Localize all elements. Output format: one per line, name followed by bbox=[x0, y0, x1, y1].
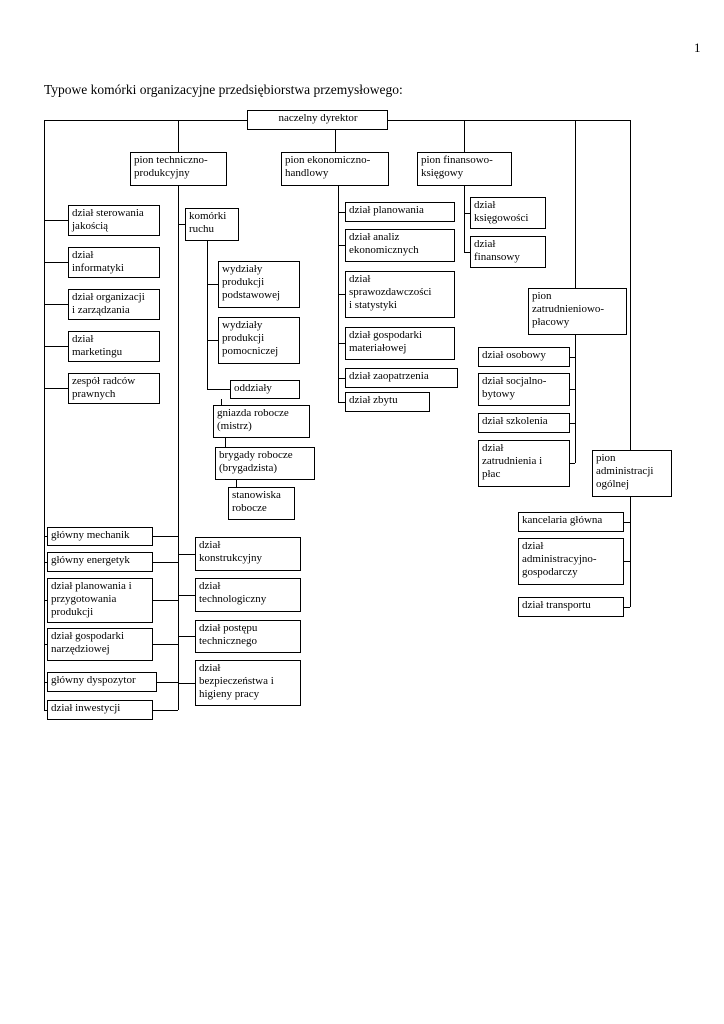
node-dzial-organizacji-i-zarzadzania: dział organizacji i zarządzania bbox=[68, 289, 160, 320]
node-dzial-bezpieczenstwa-i-higieny-pracy: dział bezpieczeństwa i higieny pracy bbox=[195, 660, 301, 706]
connector-line bbox=[153, 600, 178, 601]
connector-production-spine bbox=[207, 241, 208, 389]
node-dzial-ksiegowosci: dział księgowości bbox=[470, 197, 546, 229]
connector-line bbox=[338, 245, 345, 246]
connector-line bbox=[178, 636, 195, 637]
connector-line bbox=[44, 388, 68, 389]
node-dzial-inwestycji: dział inwestycji bbox=[47, 700, 153, 720]
node-dzial-finansowy: dział finansowy bbox=[470, 236, 546, 268]
connector-line bbox=[207, 284, 218, 285]
node-dzial-zaopatrzenia: dział zaopatrzenia bbox=[345, 368, 458, 388]
node-pion-techniczno-produkcyjny: pion techniczno- produkcyjny bbox=[130, 152, 227, 186]
node-dzial-technologiczny: dział technologiczny bbox=[195, 578, 301, 612]
connector-drop-technical bbox=[178, 120, 179, 152]
node-dzial-zatrudnienia-i-plac: dział zatrudnienia i płac bbox=[478, 440, 570, 487]
node-dzial-planowania-i-przygotowania-produkcji: dział planowania i przygotowania produkc… bbox=[47, 578, 153, 623]
node-dzial-socjalno-bytowy: dział socjalno- bytowy bbox=[478, 373, 570, 406]
connector-line bbox=[464, 252, 470, 253]
node-dzial-transportu: dział transportu bbox=[518, 597, 624, 617]
connector-drop-financial bbox=[464, 120, 465, 152]
connector-line bbox=[44, 562, 48, 563]
node-pion-finansowo-ksiegowy: pion finansowo- księgowy bbox=[417, 152, 512, 186]
connector-line bbox=[624, 522, 630, 523]
node-wydzialy-produkcji-pomocniczej: wydziały produkcji pomocniczej bbox=[218, 317, 300, 364]
connector-line bbox=[338, 294, 345, 295]
connector-line bbox=[44, 600, 48, 601]
connector-line bbox=[338, 402, 345, 403]
connector-line bbox=[157, 682, 178, 683]
node-dzial-konstrukcyjny: dział konstrukcyjny bbox=[195, 537, 301, 571]
page-title: Typowe komórki organizacyjne przedsiębio… bbox=[44, 82, 403, 97]
connector-technical-spine bbox=[178, 186, 179, 710]
connector-drop-economic bbox=[335, 130, 336, 152]
node-dzial-sprawozdawczosci-i-statystyki: dział sprawozdawczości i statystyki bbox=[345, 271, 455, 318]
node-dzial-osobowy: dział osobowy bbox=[478, 347, 570, 367]
node-pion-administracji-ogolnej: pion administracji ogólnej bbox=[592, 450, 672, 497]
node-dzial-administracyjno-gospodarczy: dział administracyjno- gospodarczy bbox=[518, 538, 624, 585]
connector-line bbox=[44, 304, 68, 305]
connector-line bbox=[624, 561, 630, 562]
connector-line bbox=[338, 378, 345, 379]
node-pion-zatrudnieniowo-placowy: pion zatrudnieniowo- płacowy bbox=[528, 288, 627, 335]
connector-drop-employment bbox=[575, 120, 576, 288]
node-dzial-marketingu: dział marketingu bbox=[68, 331, 160, 362]
connector-administration-spine bbox=[630, 497, 631, 607]
connector-line bbox=[178, 224, 185, 225]
page-number: 1 bbox=[694, 40, 701, 55]
node-dzial-gospodarki-narzedziowej: dział gospodarki narzędziowej bbox=[47, 628, 153, 661]
node-stanowiska-robocze: stanowiska robocze bbox=[228, 487, 295, 520]
connector-line bbox=[44, 710, 48, 711]
connector-line bbox=[207, 389, 230, 390]
node-dzial-analiz-ekonomicznych: dział analiz ekonomicznych bbox=[345, 229, 455, 262]
connector-line bbox=[178, 595, 195, 596]
connector-line bbox=[207, 340, 218, 341]
node-dzial-informatyki: dział informatyki bbox=[68, 247, 160, 278]
node-glowny-mechanik: główny mechanik bbox=[47, 527, 153, 546]
connector-left-spine bbox=[44, 120, 45, 710]
connector-line bbox=[464, 213, 470, 214]
node-kancelaria-glowna: kancelaria główna bbox=[518, 512, 624, 532]
connector-line bbox=[44, 644, 48, 645]
connector-line bbox=[44, 346, 68, 347]
node-dzial-sterowania-jakoscia: dział sterowania jakością bbox=[68, 205, 160, 236]
node-glowny-energetyk: główny energetyk bbox=[47, 552, 153, 572]
connector-line bbox=[153, 536, 178, 537]
node-dzial-gospodarki-materialowej: dział gospodarki materiałowej bbox=[345, 327, 455, 360]
connector-line bbox=[338, 343, 345, 344]
node-pion-ekonomiczno-handlowy: pion ekonomiczno- handlowy bbox=[281, 152, 389, 186]
connector-line bbox=[153, 562, 178, 563]
connector-line bbox=[570, 463, 575, 464]
connector-line bbox=[624, 607, 630, 608]
node-brygady-robocze: brygady robocze (brygadzista) bbox=[215, 447, 315, 480]
connector-employment-spine bbox=[575, 335, 576, 463]
connector-line bbox=[44, 262, 68, 263]
connector-financial-spine bbox=[464, 186, 465, 252]
node-dzial-szkolenia: dział szkolenia bbox=[478, 413, 570, 433]
connector-drop-administration bbox=[630, 120, 631, 450]
connector-line bbox=[221, 399, 222, 405]
connector-line bbox=[44, 536, 48, 537]
connector-line bbox=[236, 480, 237, 487]
connector-line bbox=[44, 220, 68, 221]
connector-line bbox=[178, 683, 195, 684]
node-dzial-postepu-technicznego: dział postępu technicznego bbox=[195, 620, 301, 653]
connector-line bbox=[338, 212, 345, 213]
connector-line bbox=[225, 438, 226, 447]
node-wydzialy-produkcji-podstawowej: wydziały produkcji podstawowej bbox=[218, 261, 300, 308]
node-dzial-planowania: dział planowania bbox=[345, 202, 455, 222]
connector-line bbox=[570, 357, 575, 358]
connector-line bbox=[153, 710, 178, 711]
connector-line bbox=[44, 682, 48, 683]
node-zespol-radcow-prawnych: zespół radców prawnych bbox=[68, 373, 160, 404]
connector-line bbox=[153, 644, 178, 645]
connector-line bbox=[178, 554, 195, 555]
node-glowny-dyspozytor: główny dyspozytor bbox=[47, 672, 157, 692]
node-gniazda-robocze: gniazda robocze (mistrz) bbox=[213, 405, 310, 438]
node-komorki-ruchu: komórki ruchu bbox=[185, 208, 239, 241]
node-oddzialy: oddziały bbox=[230, 380, 300, 399]
connector-line bbox=[570, 423, 575, 424]
node-naczelny-dyrektor: naczelny dyrektor bbox=[247, 110, 388, 130]
node-dzial-zbytu: dział zbytu bbox=[345, 392, 430, 412]
connector-line bbox=[570, 389, 575, 390]
